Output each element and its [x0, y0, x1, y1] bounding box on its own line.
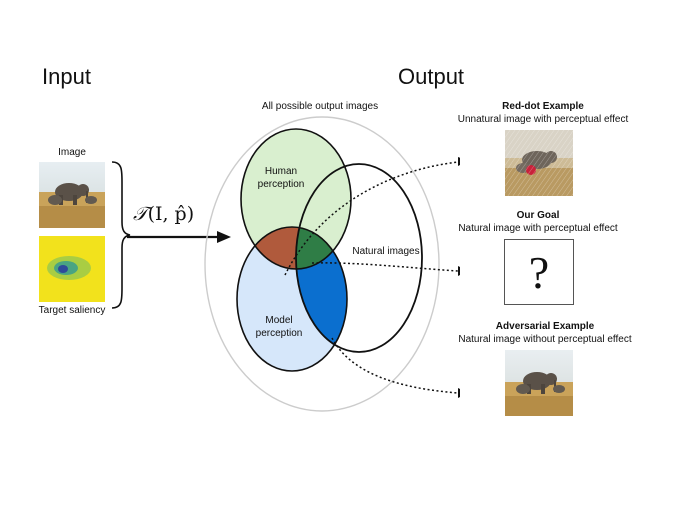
adversarial-subtitle: Natural image without perceptual effect	[458, 334, 632, 345]
transform-formula: 𝒯(I, p̂)	[133, 203, 194, 225]
natural-images-ellipse	[295, 163, 423, 353]
input-heading: Input	[42, 64, 91, 89]
transform-symbol: 𝒯	[133, 203, 148, 225]
adversarial-title: Adversarial Example	[495, 321, 595, 332]
transform-args: (I, p̂)	[147, 203, 195, 225]
human-label-1: Human	[264, 166, 298, 177]
red-dot-subtitle: Unnatural image with perceptual effect	[457, 114, 629, 125]
venn-diagram	[204, 116, 460, 412]
target-saliency-label: Target saliency	[38, 305, 106, 316]
arrow-to-our-goal	[311, 262, 459, 272]
universe-ellipse	[204, 116, 440, 412]
target-saliency-image	[39, 236, 105, 302]
our-goal-subtitle: Natural image with perceptual effect	[458, 223, 618, 234]
universe-label: All possible output images	[261, 101, 379, 112]
natural-images-label: Natural images	[352, 246, 420, 257]
adversarial-image	[505, 350, 573, 416]
red-dot-title: Red-dot Example	[502, 101, 584, 112]
our-goal-placeholder: ?	[504, 239, 574, 305]
image-label: Image	[58, 147, 86, 158]
our-goal-title: Our Goal	[516, 210, 560, 221]
model-label-2: perception	[255, 328, 303, 339]
curly-brace-icon	[111, 161, 131, 309]
output-heading: Output	[398, 64, 465, 89]
red-dot-image	[505, 130, 573, 196]
elephant-image	[39, 162, 105, 228]
transform-arrow	[127, 231, 231, 243]
model-label-1: Model	[265, 315, 293, 326]
arrow-to-red-dot	[284, 161, 459, 276]
human-label-2: perception	[257, 179, 305, 190]
question-mark-icon: ?	[528, 246, 550, 298]
model-natural-overlap	[296, 227, 347, 352]
arrow-to-adversarial	[331, 337, 459, 394]
